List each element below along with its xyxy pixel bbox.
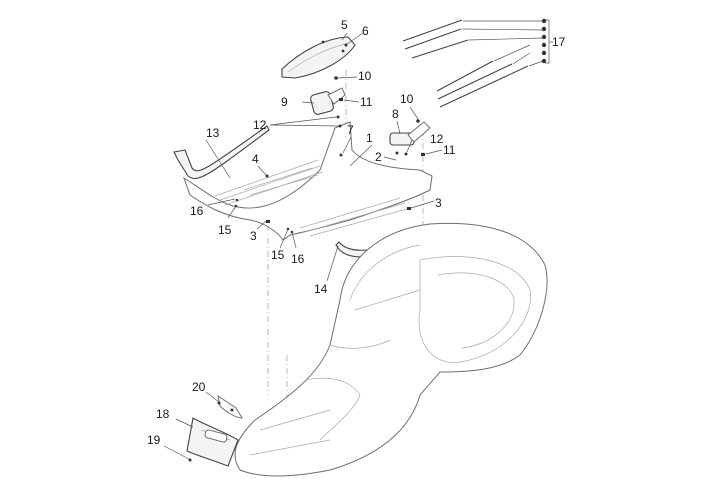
callout-14: 14	[314, 282, 328, 296]
callout-1: 1	[366, 131, 373, 145]
callout-15-mid: 15	[271, 248, 285, 262]
callout-16-left: 16	[190, 204, 204, 218]
callout-11-right: 11	[443, 143, 456, 157]
callout-5: 5	[341, 18, 348, 32]
callout-3-left: 3	[250, 229, 257, 243]
trim-rail-left-part	[173, 125, 270, 180]
callout-16-mid: 16	[291, 252, 305, 266]
callout-19: 19	[147, 433, 161, 447]
callout-11-top: 11	[360, 95, 373, 109]
callout-10-top: 10	[358, 69, 372, 83]
callout-9: 9	[281, 95, 288, 109]
latch-right-part	[389, 121, 431, 146]
callout-leaders	[163, 32, 443, 460]
callout-8: 8	[392, 107, 399, 121]
callout-12-left: 12	[253, 118, 267, 132]
footboard-strips-part	[402, 18, 553, 108]
callout-12-right: 12	[430, 132, 444, 146]
callout-13: 13	[206, 126, 220, 140]
callout-6: 6	[362, 24, 369, 38]
callout-3-right: 3	[435, 196, 442, 210]
glovebox-cover-part	[281, 36, 356, 79]
floor-body-part	[183, 121, 433, 241]
latch-left-part	[310, 87, 346, 115]
scooter-frame-part	[234, 222, 548, 477]
hardware-fasteners	[188, 43, 425, 462]
callout-10-right: 10	[400, 92, 414, 106]
front-cover-plate-part	[186, 394, 243, 467]
callout-17: 17	[552, 35, 566, 49]
callout-15-left: 15	[218, 223, 232, 237]
callout-20: 20	[192, 380, 206, 394]
callout-4: 4	[252, 152, 259, 166]
callout-18: 18	[156, 407, 170, 421]
callout-2: 2	[375, 150, 382, 164]
callout-7: 7	[347, 123, 354, 137]
